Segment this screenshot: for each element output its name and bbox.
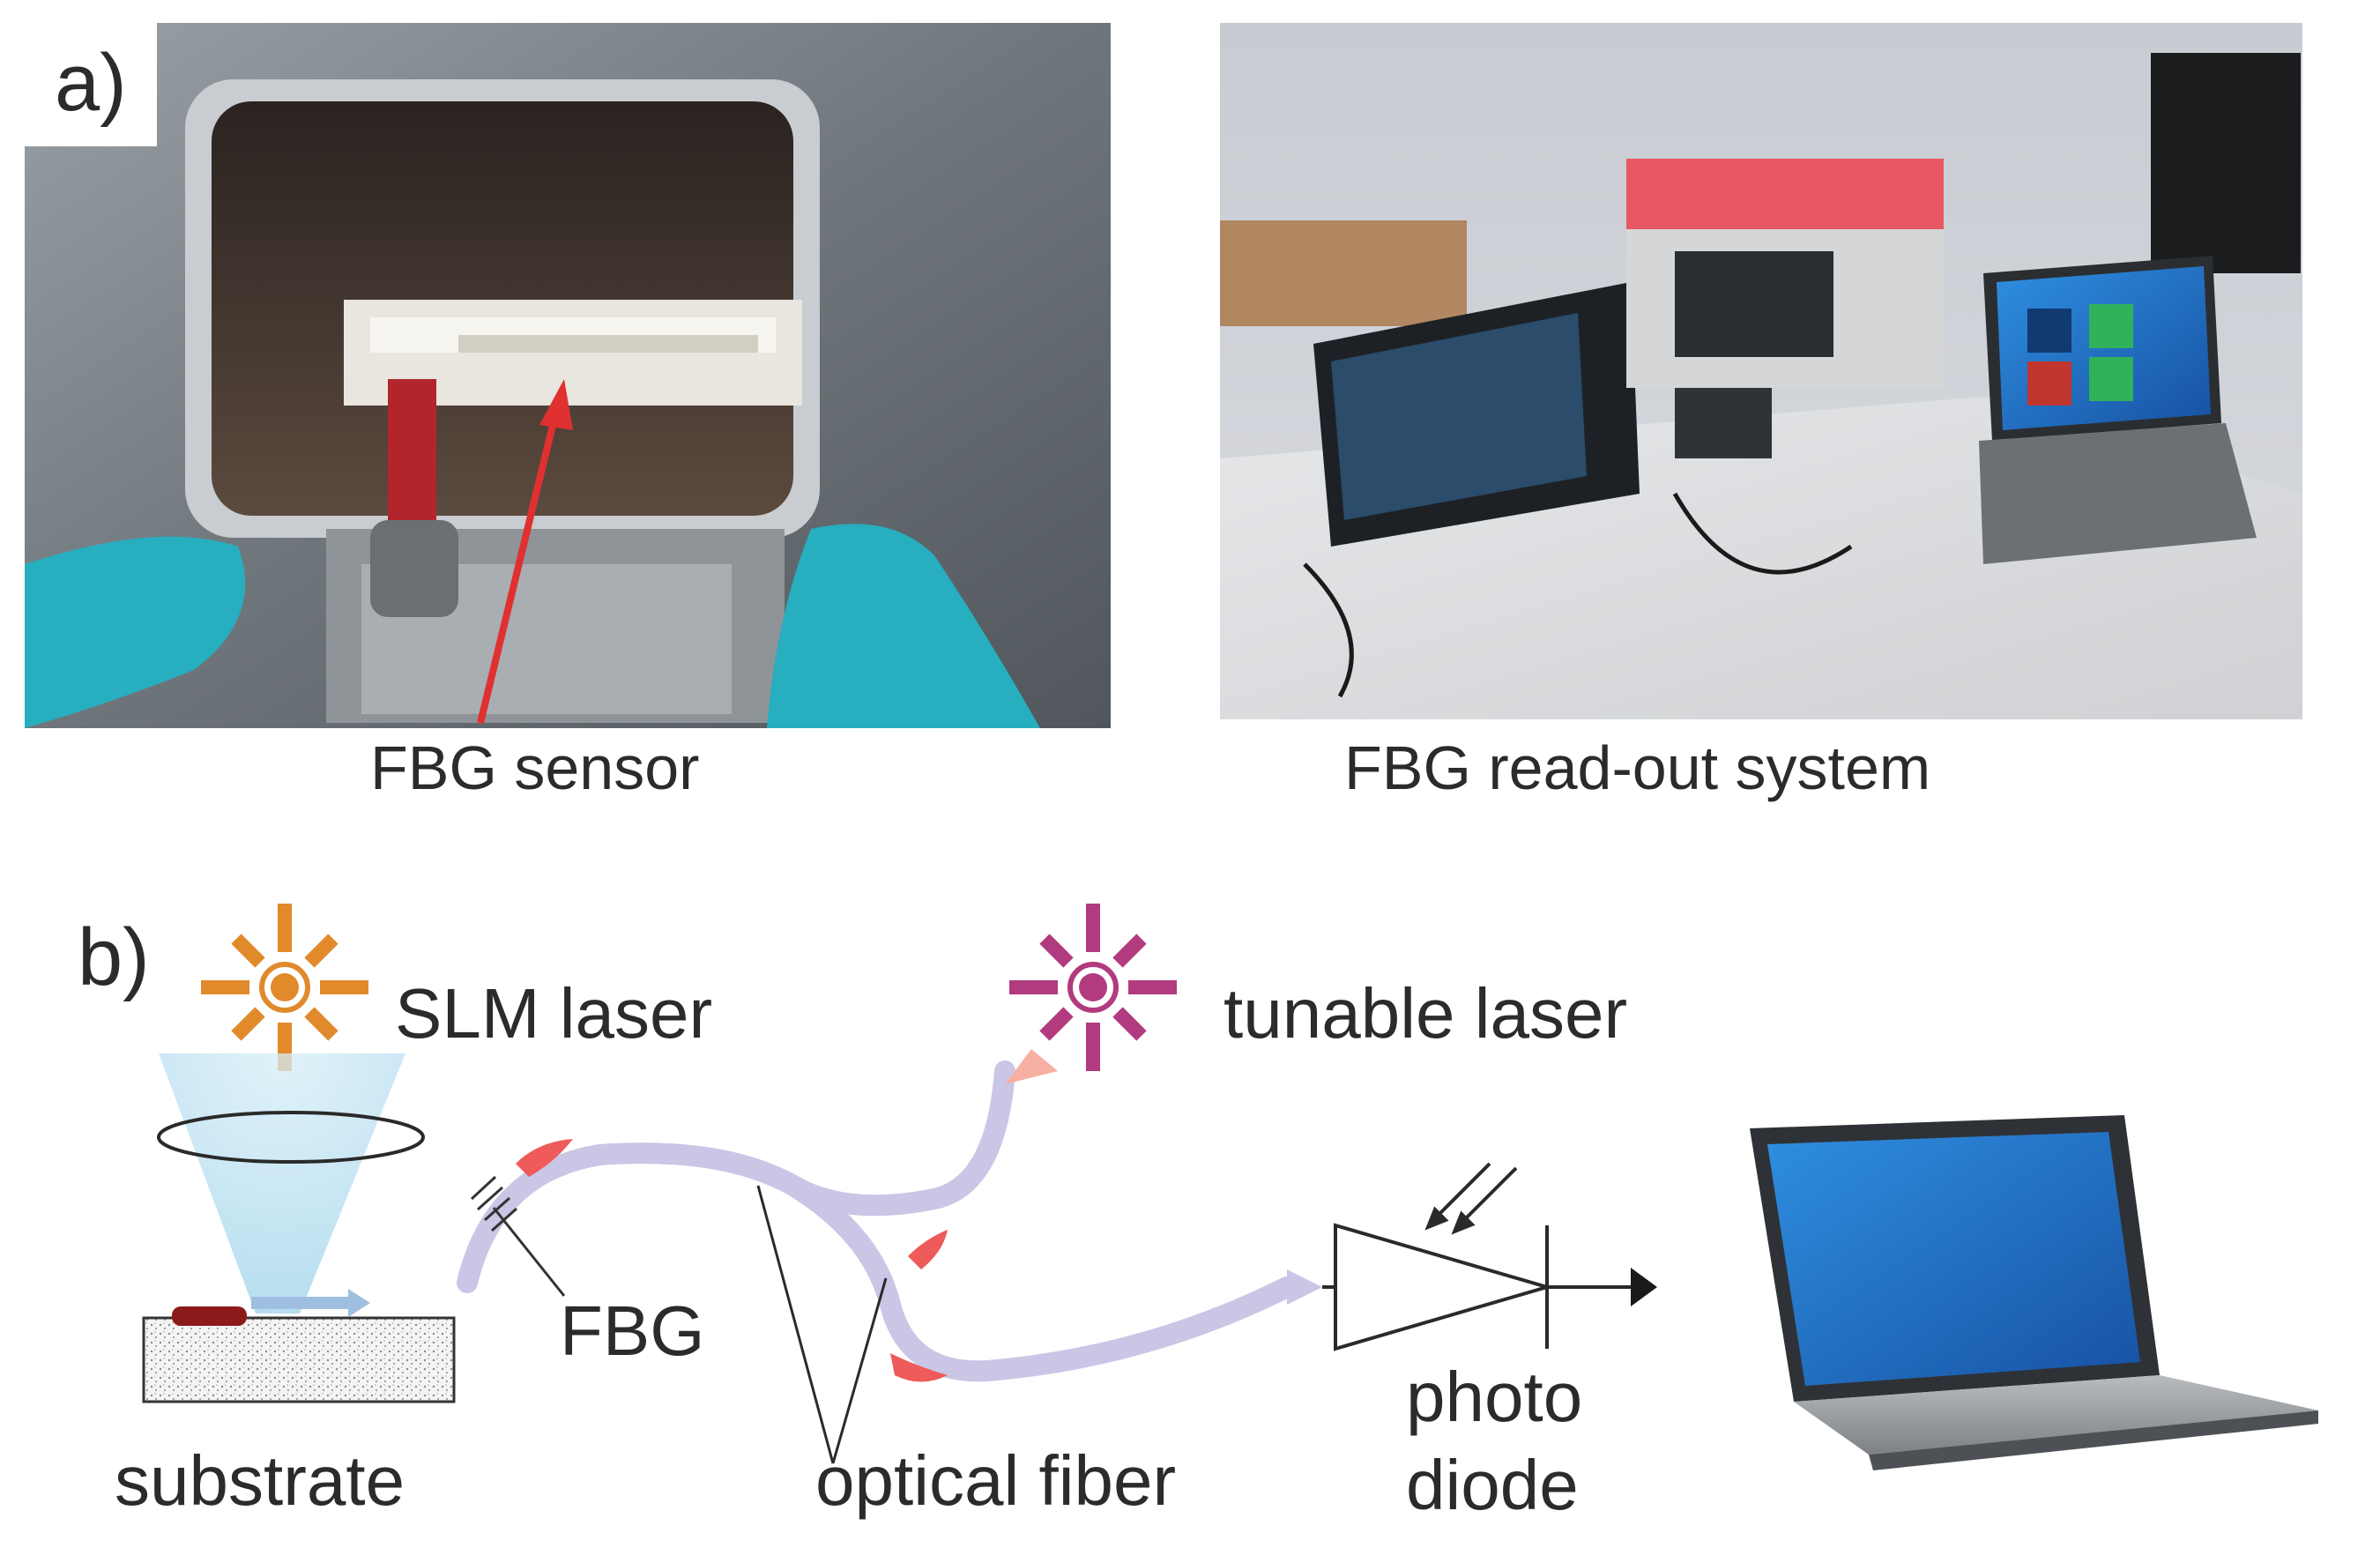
tunable-laser-icon xyxy=(1009,904,1177,1071)
fiber-arrow xyxy=(1287,1269,1322,1305)
slm-laser-icon xyxy=(201,904,368,1071)
laser-beam xyxy=(159,1053,405,1314)
photodiode-icon xyxy=(1322,1162,1635,1351)
label-slm-laser: SLM laser xyxy=(395,974,713,1053)
panel-b-letter: b) xyxy=(78,912,150,1002)
panel-a-letter: a) xyxy=(55,38,127,128)
fiber-coupler xyxy=(1005,1049,1058,1084)
lens-icon xyxy=(157,1111,425,1164)
caption-fbg-sensor: FBG sensor xyxy=(370,733,700,802)
optical-fiber-pointers xyxy=(756,1185,888,1464)
label-photo-diode-line1: photo xyxy=(1406,1358,1583,1436)
label-optical-fiber: optical fiber xyxy=(815,1441,1177,1520)
label-fbg: FBG xyxy=(560,1291,705,1370)
laptop-icon xyxy=(1750,1115,2318,1470)
photo-fbg-sensor xyxy=(25,23,1111,728)
fbg-grating xyxy=(470,1175,566,1297)
label-tunable-laser: tunable laser xyxy=(1223,974,1628,1053)
caption-fbg-readout-system: FBG read-out system xyxy=(1344,733,1931,802)
output-arrowhead xyxy=(1631,1268,1657,1306)
label-photo-diode-line2: diode xyxy=(1406,1446,1579,1524)
optical-fiber xyxy=(457,1061,1298,1382)
substrate-block xyxy=(142,1289,456,1403)
photo-fbg-readout-system xyxy=(1220,23,2302,719)
label-substrate: substrate xyxy=(115,1441,405,1520)
fiber-markers xyxy=(516,1139,948,1382)
